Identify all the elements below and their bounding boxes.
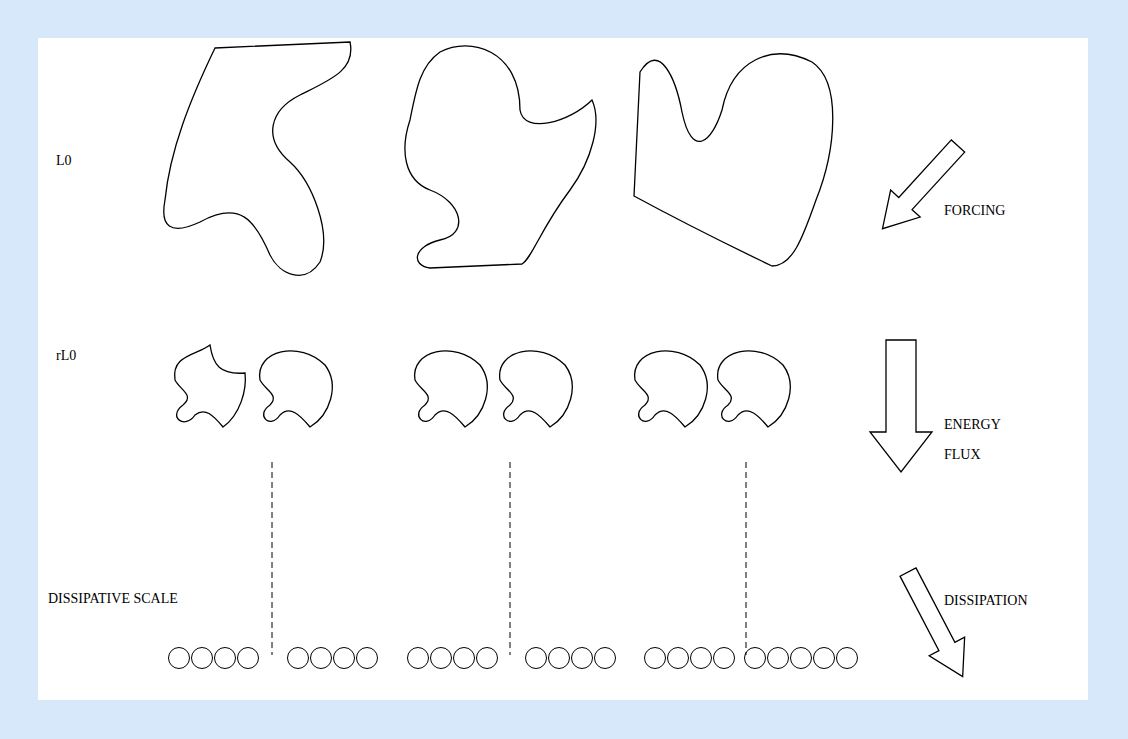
scale-label: DISSIPATIVE SCALE (48, 584, 178, 614)
large-eddy (634, 54, 833, 266)
dashed-line (272, 462, 273, 655)
small-eddy (500, 351, 573, 427)
process-label: FORCING (944, 196, 1005, 226)
dashed-line (746, 462, 747, 655)
dashed-line (510, 462, 511, 655)
energy-flux-arrow (870, 340, 932, 472)
scale-label: L0 (56, 146, 72, 176)
large-eddy (405, 46, 596, 268)
dissipative-eddies (169, 648, 858, 669)
process-label: ENERGY FLUX (944, 410, 1024, 470)
small-eddy (718, 351, 791, 427)
forcing-arrow (868, 133, 973, 243)
small-eddy (175, 345, 246, 427)
small-eddy (415, 351, 488, 427)
large-eddy (164, 42, 351, 275)
scale-label: rL0 (56, 341, 76, 371)
process-label: DISSIPATION (944, 586, 1028, 616)
small-eddy (260, 351, 333, 427)
small-eddy (635, 351, 708, 427)
dissipation-arrow (890, 563, 980, 686)
